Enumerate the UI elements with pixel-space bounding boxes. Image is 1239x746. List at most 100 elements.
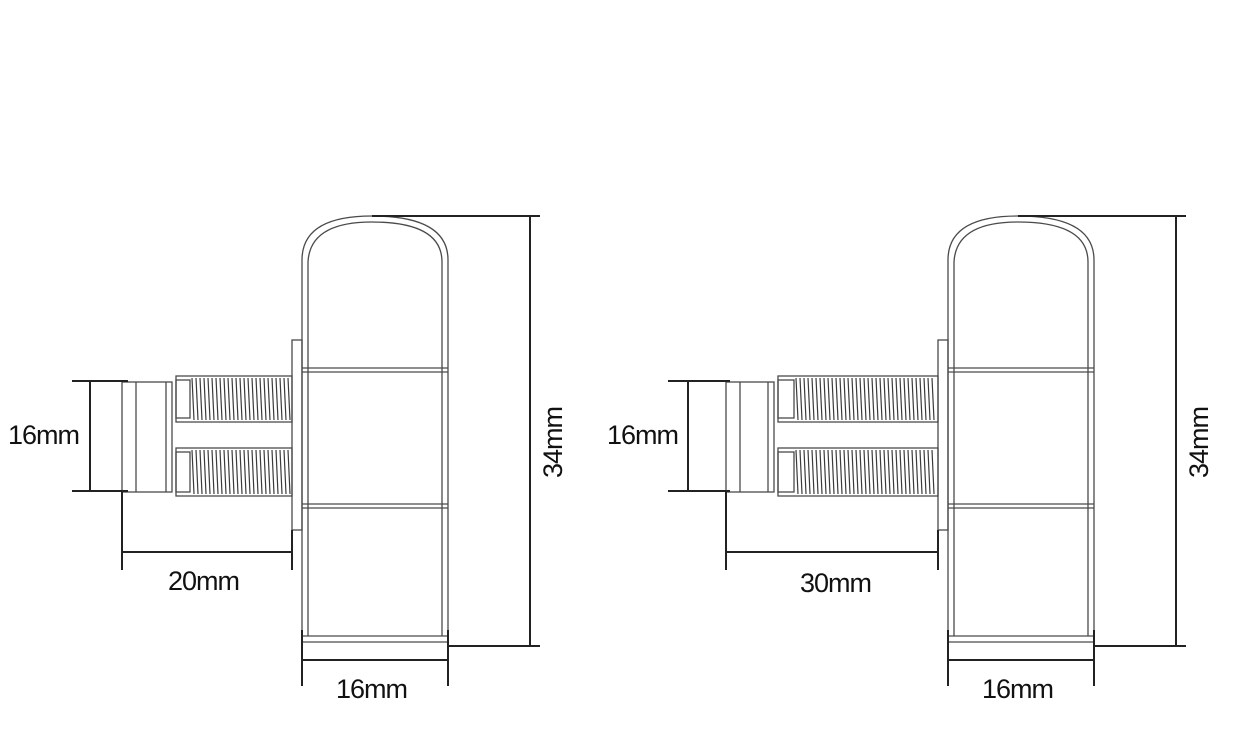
- thread-line: [859, 377, 863, 421]
- thread-line: [239, 377, 243, 421]
- thread-line: [215, 449, 219, 495]
- thread-line: [907, 449, 911, 495]
- thread-line: [883, 377, 887, 421]
- thread-line: [871, 377, 875, 421]
- thread-line: [275, 449, 279, 495]
- thread-line: [819, 449, 823, 495]
- right-stud-head: [725, 381, 775, 493]
- thread-line: [283, 377, 287, 421]
- right-dim-stud-length: 30mm: [725, 492, 939, 598]
- thread-line: [851, 377, 855, 421]
- thread-line: [927, 449, 931, 495]
- thread-line: [903, 449, 907, 495]
- left-stud-height-label: 16mm: [8, 420, 79, 450]
- thread-line: [807, 377, 811, 421]
- thread-line: [899, 449, 903, 495]
- thread-line: [223, 377, 227, 421]
- thread-line: [811, 449, 815, 495]
- left-mount-plate: [291, 339, 303, 531]
- thread-line: [239, 449, 243, 495]
- thread-line: [263, 449, 267, 495]
- thread-line: [863, 449, 867, 495]
- right-body-inner-outline: [953, 221, 1089, 636]
- thread-line: [827, 377, 831, 421]
- left-dim-stud-height: 16mm: [8, 380, 128, 492]
- thread-line: [919, 449, 923, 495]
- thread-line: [251, 377, 255, 421]
- thread-line: [247, 449, 251, 495]
- thread-line: [287, 377, 291, 421]
- thread-line: [927, 377, 931, 421]
- thread-line: [919, 377, 923, 421]
- left-dim-body-width: 16mm: [301, 630, 449, 704]
- thread-line: [811, 377, 815, 421]
- left-dim-body-height: 34mm: [372, 215, 568, 647]
- thread-line: [867, 449, 871, 495]
- thread-line: [803, 377, 807, 421]
- thread-line: [215, 377, 219, 421]
- right-body-height-label: 34mm: [1184, 407, 1214, 478]
- thread-line: [275, 377, 279, 421]
- thread-line: [203, 449, 207, 495]
- thread-line: [875, 449, 879, 495]
- left-view: 16mm 20mm 16mm 34mm: [8, 215, 568, 704]
- thread-line: [911, 449, 915, 495]
- thread-line: [923, 377, 927, 421]
- thread-line: [923, 449, 927, 495]
- thread-line: [871, 449, 875, 495]
- right-dim-body-height: 34mm: [1018, 215, 1214, 647]
- left-thread-lower: [175, 447, 293, 497]
- thread-line: [211, 449, 215, 495]
- right-stud-length-label: 30mm: [800, 568, 871, 598]
- thread-line: [859, 449, 863, 495]
- right-body-outline: [947, 215, 1095, 643]
- thread-line: [219, 449, 223, 495]
- left-body-width-label: 16mm: [336, 674, 407, 704]
- thread-line: [863, 377, 867, 421]
- thread-line: [867, 377, 871, 421]
- thread-line: [207, 449, 211, 495]
- thread-line: [211, 377, 215, 421]
- thread-line: [283, 449, 287, 495]
- thread-line: [823, 377, 827, 421]
- thread-line: [835, 377, 839, 421]
- thread-line: [887, 449, 891, 495]
- thread-line: [855, 449, 859, 495]
- thread-line: [807, 449, 811, 495]
- thread-line: [795, 377, 799, 421]
- left-stud-head: [121, 381, 173, 493]
- left-dim-stud-length: 20mm: [121, 492, 293, 596]
- thread-line: [279, 377, 283, 421]
- right-thread-upper: [777, 375, 939, 423]
- left-body-inner-outline: [307, 221, 443, 636]
- thread-line: [915, 449, 919, 495]
- thread-line: [903, 377, 907, 421]
- thread-line: [255, 449, 259, 495]
- thread-line: [815, 377, 819, 421]
- thread-line: [891, 377, 895, 421]
- thread-line: [907, 377, 911, 421]
- thread-line: [931, 377, 935, 421]
- thread-line: [831, 377, 835, 421]
- thread-line: [199, 449, 203, 495]
- right-dim-body-width: 16mm: [947, 630, 1095, 704]
- thread-line: [847, 377, 851, 421]
- thread-line: [279, 449, 283, 495]
- right-view: 16mm 30mm 16mm 34mm: [607, 215, 1214, 704]
- left-body-outline: [301, 215, 449, 643]
- thread-line: [227, 449, 231, 495]
- thread-line: [207, 377, 211, 421]
- thread-line: [915, 377, 919, 421]
- right-thread-lower: [777, 447, 939, 497]
- thread-line: [887, 377, 891, 421]
- thread-line: [799, 449, 803, 495]
- thread-line: [263, 377, 267, 421]
- thread-line: [243, 377, 247, 421]
- thread-line: [267, 377, 271, 421]
- thread-line: [831, 449, 835, 495]
- thread-line: [231, 449, 235, 495]
- thread-line: [259, 449, 263, 495]
- thread-line: [835, 449, 839, 495]
- thread-line: [875, 377, 879, 421]
